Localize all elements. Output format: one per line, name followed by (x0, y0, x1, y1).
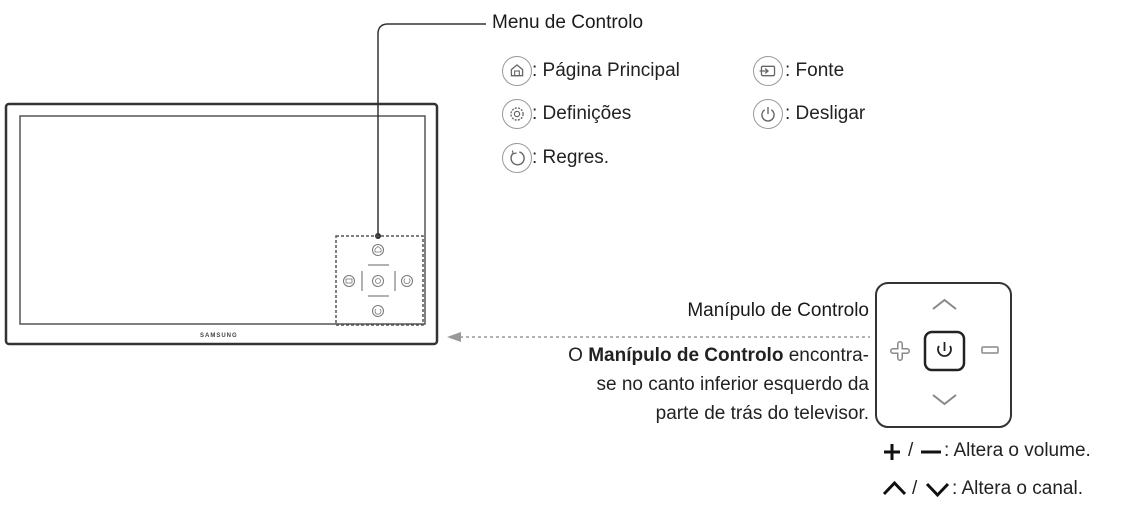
desc-bold: Manípulo de Controlo (588, 345, 784, 366)
desc-rest: encontra- (783, 345, 869, 366)
legend-plus-icon (884, 444, 900, 460)
channel-separator: / (912, 478, 918, 499)
source-icon (753, 56, 783, 86)
menu-callout-line (377, 23, 486, 235)
return-icon (502, 143, 532, 173)
volume-separator: / (908, 440, 914, 461)
legend-down-chevron-icon (925, 482, 950, 498)
menu-item-power: : Desligar (785, 103, 866, 124)
menu-item-return: : Regres. (532, 147, 610, 168)
joystick-up-chevron (932, 298, 957, 310)
tv-brand: SAMSUNG (200, 333, 238, 339)
control-menu-box (335, 235, 424, 326)
tv-screen (19, 115, 426, 325)
mini-power-icon (401, 275, 413, 287)
settings-icon (502, 99, 532, 129)
menu-title: Menu de Controlo (492, 12, 644, 33)
mini-home-icon (372, 244, 384, 256)
desc-lead: O (568, 345, 589, 366)
menu-item-settings: : Definições (532, 103, 632, 124)
mini-return-icon (372, 305, 384, 317)
channel-legend: : Altera o canal. (952, 478, 1083, 499)
joystick-minus (981, 346, 999, 354)
joystick-power-glyph (937, 342, 952, 357)
mini-settings-icon (372, 275, 384, 287)
mini-source-icon (343, 275, 355, 287)
volume-legend: : Altera o volume. (944, 440, 1091, 461)
joystick-arrow-head (447, 332, 461, 342)
menu-item-source: : Fonte (785, 60, 845, 81)
desc-line-2: se no canto inferior esquerdo da (596, 374, 869, 395)
joystick-description: O Manípulo de Controlo encontra- se no c… (568, 341, 869, 428)
menu-item-home: : Página Principal (532, 60, 680, 81)
legend-up-chevron-icon (882, 480, 907, 496)
power-icon (753, 99, 783, 129)
joystick-title: Manípulo de Controlo (687, 300, 869, 321)
home-icon (502, 56, 532, 86)
desc-line-3: parte de trás do televisor. (655, 403, 869, 424)
joystick-down-chevron (932, 394, 957, 406)
